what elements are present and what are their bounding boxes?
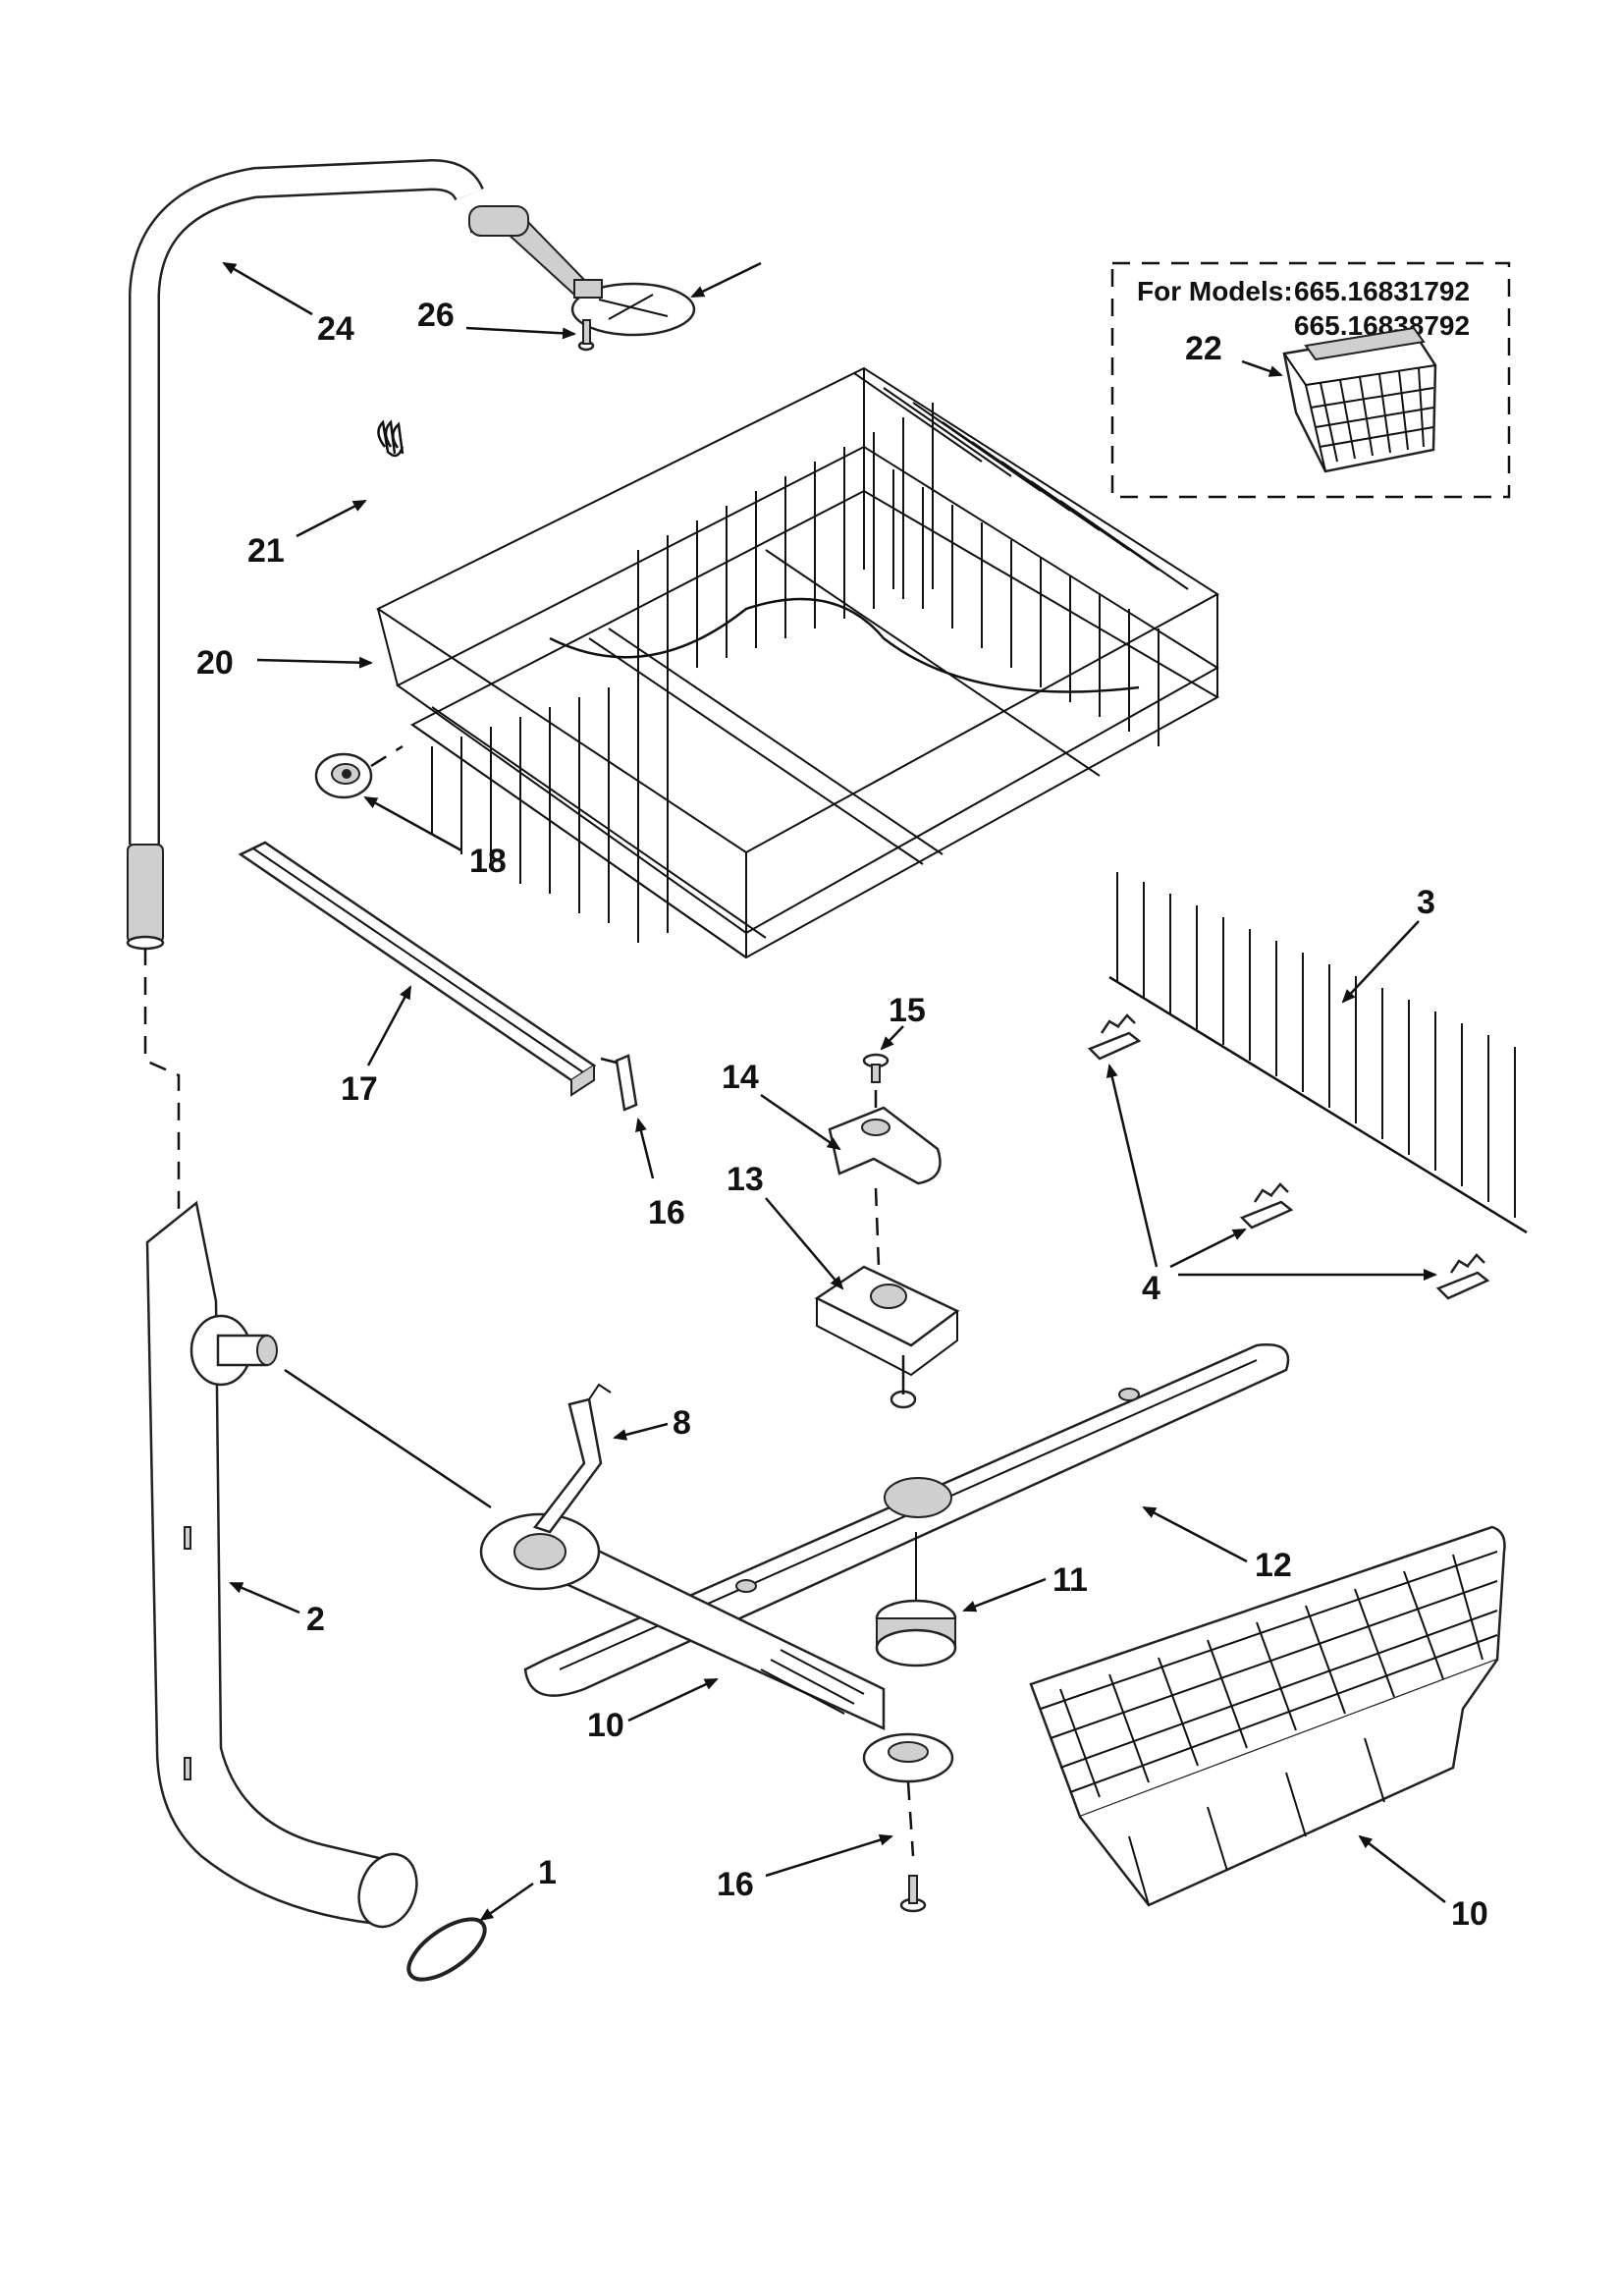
supply-tube-part-24 [126,158,484,951]
callout-16-top: 15 [889,992,926,1029]
callout-18: 17 [341,1070,378,1108]
callout-17: 16 [648,1194,685,1231]
clip-part-21 [377,419,404,458]
ring-part-12 [875,1532,957,1667]
callout-24: 24 [317,310,354,348]
callout-4: 4 [1142,1270,1160,1307]
models-box-border [1110,261,1511,499]
callout-26: 26 [417,297,455,334]
conduit-part-2 [145,1200,492,1929]
mount-part-14 [814,1187,960,1409]
callout-2: 2 [306,1601,325,1638]
screw-top-part-16 [862,1053,890,1083]
clips-part-4 [1087,1013,1490,1300]
clip-part-17 [600,1054,638,1112]
model-number-1: 665.16831792 [1294,276,1470,306]
callout-19: 18 [469,843,507,880]
dash-connector [143,948,181,1218]
callout-8: 8 [673,1404,691,1442]
wheel-part-19 [314,744,404,799]
callout-1: 1 [538,1854,557,1891]
bracket-part-15 [828,1090,942,1185]
callout-12: 11 [1052,1561,1088,1599]
screw-part-26 [577,319,595,352]
callout-20: 20 [196,644,234,682]
callout-10: 10 [1451,1895,1488,1933]
basket-part-10 [1029,1525,1506,1907]
o-ring-part-1 [406,1917,487,1982]
callout-21: 21 [247,532,285,570]
nozzle-part-25 [468,205,696,337]
models-box: For Models: 665.16831792 665.16838792 22 [1110,261,1511,499]
callout-15: 14 [722,1059,759,1096]
silverware-basket-part-22 [1282,326,1437,473]
callout-14: 13 [727,1161,764,1198]
rail-part-18 [238,841,597,1097]
callout-3: 3 [1417,884,1435,921]
callouts: 24 26 21 20 18 17 16 15 14 13 3 4 8 12 1… [196,261,1488,1933]
bracket-part-8 [532,1383,612,1534]
callout-13: 12 [1255,1547,1292,1584]
callout-11: 10 [587,1707,624,1744]
models-label: For Models: [1137,276,1293,306]
screw-bottom-part-16 [899,1781,927,1913]
tines-part-3 [1108,872,1528,1234]
manifold-part-11 [479,1512,886,1730]
upper-rack-part-20 [375,366,1220,959]
callout-16-bottom: 16 [717,1866,754,1903]
hub-part-11-base [862,1732,954,1783]
callout-22: 22 [1185,330,1222,367]
